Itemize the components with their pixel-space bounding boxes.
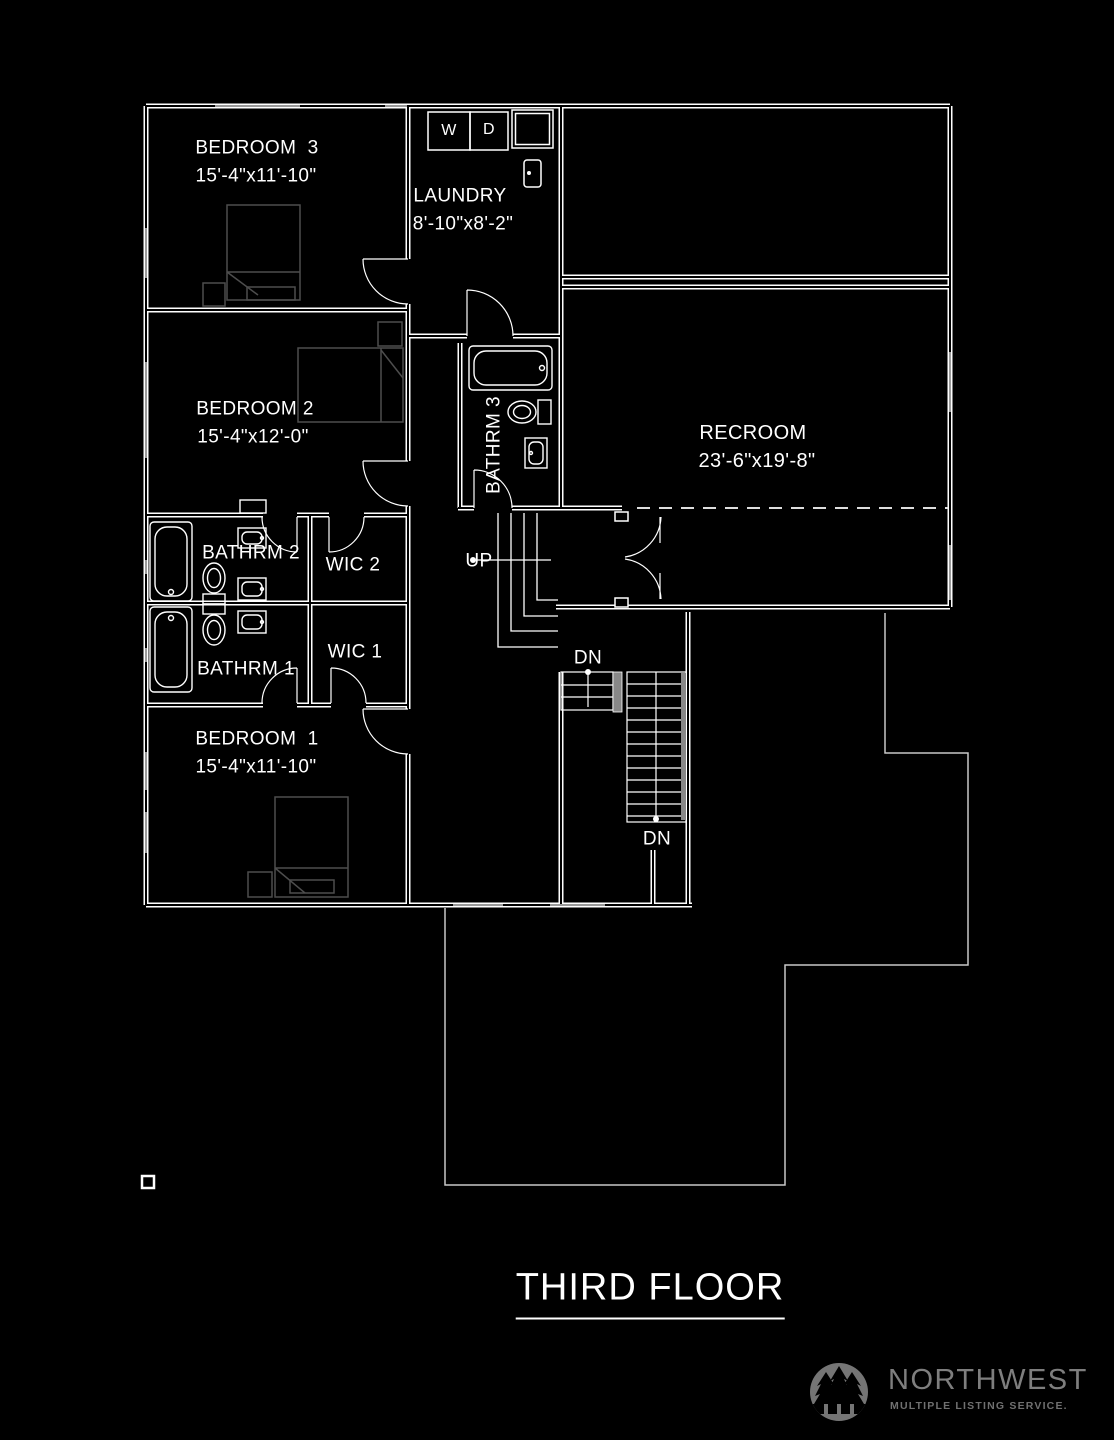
room-label-recroom: RECROOM	[699, 422, 807, 444]
furniture	[202, 204, 404, 898]
sinks-bathrm2	[237, 499, 267, 601]
stairs-up	[470, 513, 558, 648]
tree-trunks	[824, 1404, 854, 1414]
bed-bedroom2	[297, 321, 404, 423]
stair-label-dn-lower: DN	[642, 828, 672, 850]
toilet-bathrm1	[202, 603, 226, 646]
roofline-outline	[444, 613, 969, 1186]
room-label-wic1: WIC 1	[327, 641, 383, 663]
corner-chase-box	[511, 109, 554, 149]
entry-double-door	[614, 511, 662, 608]
stair-label-dn-upper: DN	[573, 647, 603, 669]
toilet-bathrm2	[202, 562, 226, 605]
room-dims-bedroom2: 15'-4"x12'-0"	[197, 426, 309, 448]
stairs-down	[560, 669, 687, 823]
tub-bathrm1	[149, 606, 193, 693]
room-dims-bedroom3: 15'-4"x11'-10"	[195, 165, 317, 187]
room-label-bathrm1: BATHRM 1	[197, 658, 295, 680]
room-label-wic2: WIC 2	[325, 554, 381, 576]
door-leaf-symbol	[523, 159, 542, 188]
sink-bathrm3	[524, 437, 548, 469]
room-dims-bedroom1: 15'-4"x11'-10"	[195, 756, 317, 778]
windows	[145, 105, 951, 906]
tub-bathrm2	[149, 521, 193, 602]
outline-square-marker	[140, 1174, 156, 1190]
page-title: THIRD FLOOR	[515, 1267, 785, 1320]
room-label-bathrm3: BATHRM 3	[483, 396, 505, 494]
room-label-bedroom2: BEDROOM 2	[196, 398, 314, 420]
room-label-laundry: LAUNDRY	[413, 185, 507, 207]
nwmls-logo: NORTHWEST MULTIPLE LISTING SERVICE.	[808, 1356, 1108, 1431]
sink-bathrm1	[237, 610, 267, 634]
dryer-label: D	[483, 121, 495, 138]
logo-name-text: NORTHWEST	[888, 1364, 1088, 1396]
room-label-bathrm2: BATHRM 2	[202, 542, 300, 564]
room-dims-recroom: 23'-6"x19'-8"	[698, 450, 816, 472]
laundry-fixtures	[427, 109, 554, 188]
tub-bathrm3	[468, 345, 553, 391]
bed-bedroom1	[247, 796, 349, 898]
room-label-bedroom3: BEDROOM 3	[195, 137, 319, 159]
stair-label-up: UP	[465, 550, 493, 572]
room-label-bedroom1: BEDROOM 1	[195, 728, 319, 750]
bed-bedroom3	[202, 204, 301, 307]
door-swings	[261, 258, 514, 755]
room-dims-laundry: 8'-10"x8'-2"	[412, 213, 514, 235]
toilet-bathrm3	[507, 399, 552, 425]
bath-fixtures	[149, 345, 553, 693]
walls-core	[145, 105, 951, 906]
dryer-box	[469, 111, 509, 151]
logo-tagline-text: MULTIPLE LISTING SERVICE.	[890, 1400, 1068, 1412]
nwmls-logo-mark	[810, 1363, 868, 1421]
washer-label: W	[441, 122, 457, 139]
